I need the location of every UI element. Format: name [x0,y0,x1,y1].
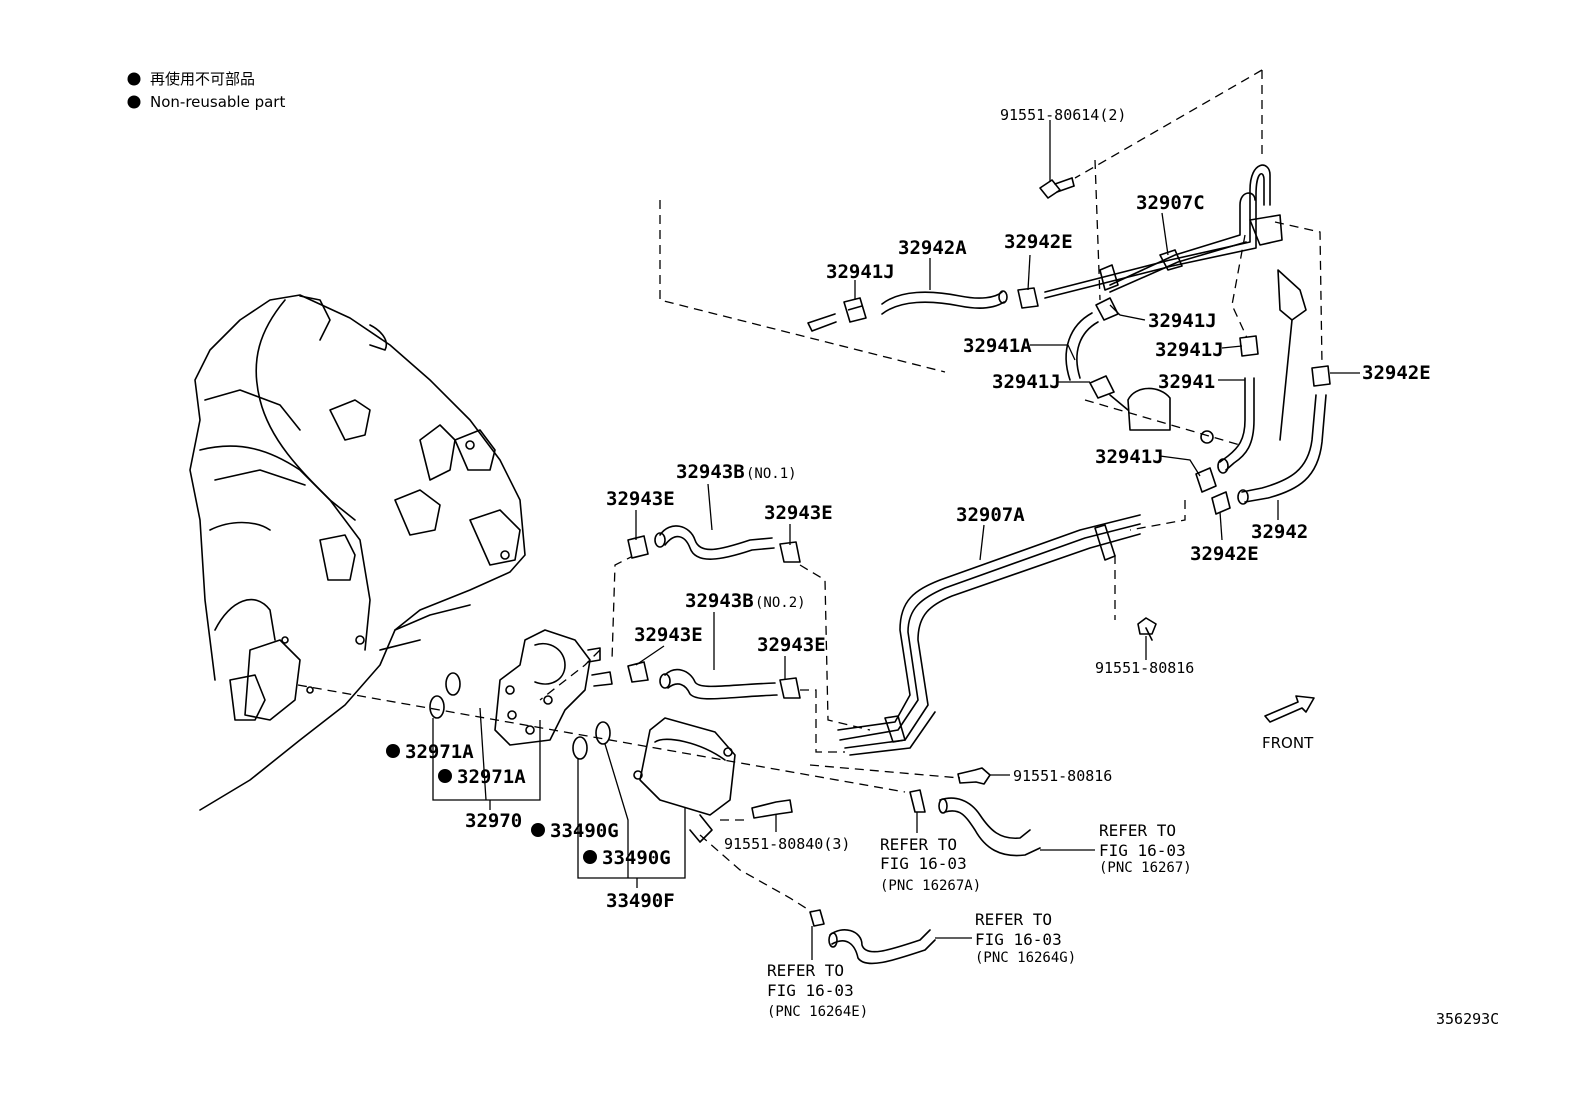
bracket-right [1277,269,1307,441]
ref-16264g-line3: (PNC 16264G) [975,950,1076,966]
cooler-reservoir [1109,387,1214,444]
ref-16264e-line2: FIG 16-03 [767,981,854,1000]
external-hose-16264g [809,909,936,965]
ref-16264g-line1: REFER TO [975,910,1052,929]
label-33490g-a: 33490G [550,820,619,842]
label-32942a: 32942A [898,237,967,259]
oring-33490g-a [572,736,588,760]
label-32941j-b: 32941J [1148,310,1217,332]
hose-32941 [1217,377,1255,474]
front-direction-arrow-icon [1264,695,1315,723]
clamp-32941j-right [1239,335,1259,357]
label-32943b-no2: 32943B [685,590,754,612]
bolt-91551-80816-upper [1137,617,1157,641]
label-32941j-d: 32941J [992,371,1061,393]
non-reusable-bullet-icon [531,823,545,837]
pipe-assembly-32907c [1044,164,1283,299]
ref-16267a-line1: REFER TO [880,835,957,854]
label-32941: 32941 [1158,371,1215,393]
clamp-32941j-mid [1095,297,1119,321]
bolt-91551-80840 [751,799,793,819]
clamp-32943e-d [779,677,801,699]
ref-16267-line1: REFER TO [1099,821,1176,840]
label-91551-80840: 91551-80840(3) [724,835,850,853]
ref-16264g-line2: FIG 16-03 [975,930,1062,949]
clamp-32941j-low [1089,375,1115,399]
non-reusable-bullet-icon [438,769,452,783]
oring-32971a-b [445,672,461,696]
clamp-32941j-lower [1195,467,1217,493]
bolt-91551-80816-lower [957,767,991,785]
label-32942: 32942 [1251,521,1308,543]
label-32971a-b: 32971A [457,766,526,788]
clamp-32943e-c [627,661,649,683]
label-front: FRONT [1262,734,1314,752]
label-32943e-d: 32943E [757,634,826,656]
label-32942e-right: 32942E [1362,362,1431,384]
label-33490f: 33490F [606,890,675,912]
clamp-32941j-top [843,297,867,323]
hose-32943b-no2 [659,668,778,700]
diagram-id: 356293C [1436,1010,1499,1028]
label-32941j-a: 32941J [826,261,895,283]
label-32943e-b: 32943E [764,502,833,524]
bolt-91551-80614 [1039,177,1075,199]
label-91551-80614: 91551-80614(2) [1000,106,1126,124]
oring-33490g-b [595,721,611,745]
label-33490g-b: 33490G [602,847,671,869]
transmission-housing-illustration [189,294,526,811]
ref-16267-line2: FIG 16-03 [1099,841,1186,860]
ref-16267-line3: (PNC 16267) [1099,860,1192,876]
hose-32941a [1065,312,1099,381]
hose-32942a [807,290,1008,332]
part-labels: 91551-80614(2) 32907C 32942A 32942E 3294… [386,106,1431,912]
clamp-32942e-lower [1211,491,1231,515]
hose-32943b-no1 [654,525,775,560]
label-32907c: 32907C [1136,192,1205,214]
label-32943b-no1: 32943B [676,461,745,483]
label-32971a-a: 32971A [405,741,474,763]
hose-32942 [1237,394,1327,505]
legend-english: Non-reusable part [150,93,285,111]
label-32942e-lower: 32942E [1190,543,1259,565]
clamp-32943e-b [779,541,801,563]
clamp-32942e-right [1311,365,1331,387]
valve-body-32970 [494,629,613,746]
label-91551-80816-lower: 91551-80816 [1013,767,1112,785]
legend: 再使用不可部品 Non-reusable part [127,70,285,111]
label-91551-80816-upper: 91551-80816 [1095,659,1194,677]
label-32941j-c: 32941J [1155,339,1224,361]
legend-japanese: 再使用不可部品 [150,70,255,88]
reference-dashed-lines [297,69,1323,913]
label-32942e-top: 32942E [1004,231,1073,253]
ref-16267a-line3: (PNC 16267A) [880,878,981,894]
external-hose-16267a [909,789,1041,857]
label-32943b-no2-sub: (NO.2) [755,595,806,611]
leader-lines [432,120,1360,960]
pipe-assembly-32907a [837,514,1141,756]
ref-16267a-line2: FIG 16-03 [880,854,967,873]
ref-16264e-line3: (PNC 16264E) [767,1004,868,1020]
clamp-32943e-a [627,535,649,559]
ref-16264e-line1: REFER TO [767,961,844,980]
label-32943e-a: 32943E [606,488,675,510]
oil-cooler-33490f [633,717,736,843]
label-32941j-e: 32941J [1095,446,1164,468]
label-32970: 32970 [465,810,522,832]
label-32943e-c: 32943E [634,624,703,646]
non-reusable-bullet-icon [127,72,141,86]
label-32941a: 32941A [963,335,1032,357]
non-reusable-bullet-icon [127,95,141,109]
label-32907a: 32907A [956,504,1025,526]
non-reusable-bullet-icon [386,744,400,758]
reference-callouts: REFER TO FIG 16-03 (PNC 16267A) REFER TO… [767,821,1192,1020]
non-reusable-bullet-icon [583,850,597,864]
oring-32971a-a [429,695,445,719]
label-32943b-no1-sub: (NO.1) [746,466,797,482]
clamp-32942e-top [1017,287,1039,309]
